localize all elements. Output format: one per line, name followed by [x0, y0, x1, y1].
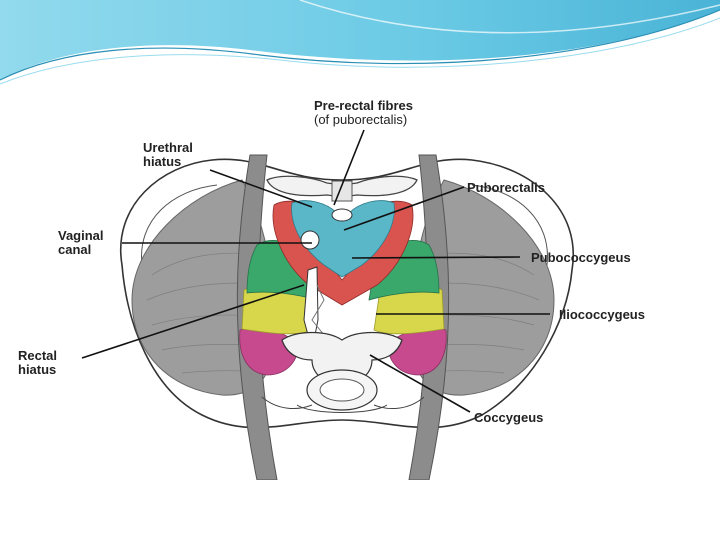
- label-pre-rectal-fibres: Pre-rectal fibres (of puborectalis): [314, 99, 413, 127]
- leader-coccygeus: [370, 355, 470, 412]
- leader-puborectalis: [344, 187, 464, 230]
- label-puborectalis: Puborectalis: [467, 181, 545, 195]
- label-coccygeus: Coccygeus: [474, 411, 543, 425]
- leader-pubococcygeus: [352, 257, 520, 258]
- label-pubococcygeus: Pubococcygeus: [531, 251, 631, 265]
- leader-urethral: [210, 170, 312, 207]
- label-urethral-hiatus: Urethral hiatus: [143, 141, 193, 169]
- leader-pre-rectal: [334, 130, 364, 205]
- label-iliococcygeus: Iliococcygeus: [559, 308, 645, 322]
- label-rectal-hiatus: Rectal hiatus: [18, 349, 57, 377]
- label-vaginal-canal: Vaginal canal: [58, 229, 104, 257]
- leader-rectal: [82, 285, 304, 358]
